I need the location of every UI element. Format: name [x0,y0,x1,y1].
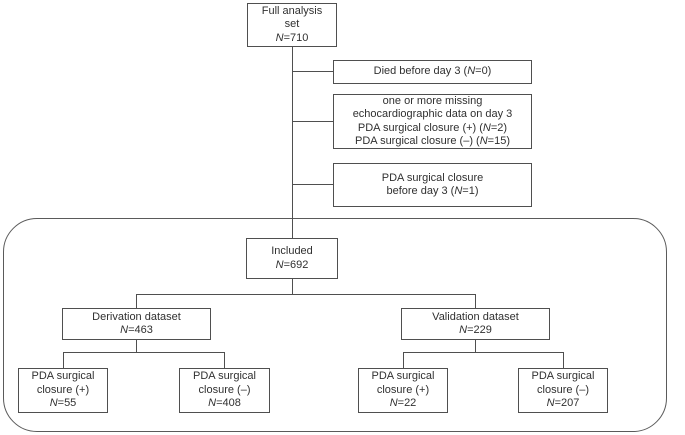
box-n-count: N=229 [459,324,492,336]
box-n-count: N=692 [275,258,309,271]
box-text: closure (+) [36,383,90,396]
box-missing-echo-data: one or more missing echocardiographic da… [333,94,532,149]
connector-datasets-split [136,294,476,296]
connector-to-died-box [293,71,333,73]
box-text: one or more missing [382,94,483,107]
box-died-before-day3: Died before day 3 (N=0) [333,60,532,84]
box-derivation-pda-positive: PDA surgical closure (+) N=55 [18,368,108,413]
box-text: before day 3 (N=1) [386,185,479,197]
box-included: Included N=692 [246,238,338,279]
box-validation-pda-positive: PDA surgical closure (+) N=22 [358,368,448,413]
box-text: PDA surgical closure (+) (N=2) [357,121,508,134]
connector-validation-split [403,352,564,354]
box-n-count: N=408 [208,397,241,410]
box-text: Derivation dataset [92,310,181,323]
box-text: closure (–) [198,383,251,396]
connector-to-validation-neg [563,352,565,368]
box-validation-pda-negative: PDA surgical closure (–) N=207 [518,368,608,413]
connector-included-down [292,279,294,295]
connector-to-validation [475,294,477,308]
box-n-count: N=22 [389,397,417,410]
connector-validation-down [475,340,477,353]
connector-derivation-split [63,352,225,354]
connector-to-derivation-pos [63,352,65,368]
connector-derivation-down [136,340,138,353]
box-text: PDA surgical [31,370,95,383]
box-text: Included [271,245,313,257]
box-text: PDA surgical [371,370,435,383]
connector-to-derivation-neg [224,352,226,368]
connector-to-derivation [136,294,138,308]
box-full-analysis-set: Full analysis set N=710 [247,3,337,47]
box-n-count: N=207 [546,397,580,410]
box-n-count: N=463 [120,324,153,336]
box-n-count: N=710 [275,31,309,44]
box-text: PDA surgical closure (–) (N=15) [355,135,510,147]
connector-to-pda-before-box [293,184,333,186]
connector-to-validation-pos [403,352,405,368]
box-text: echocardiographic data on day 3 [352,108,513,120]
box-text: Died before day 3 (N=0) [373,65,492,78]
box-text: Validation dataset [432,310,519,323]
connector-to-missing-box [293,121,333,123]
box-text: closure (+) [376,383,430,396]
box-derivation-dataset: Derivation dataset N=463 [62,308,211,340]
box-text: PDA surgical closure [381,171,484,184]
box-text: PDA surgical [531,370,595,383]
box-text: Full analysis [261,4,323,17]
box-pda-closure-before-day3: PDA surgical closure before day 3 (N=1) [333,163,532,207]
box-derivation-pda-negative: PDA surgical closure (–) N=408 [179,368,270,413]
box-text: PDA surgical [193,370,256,383]
box-text: set [284,18,300,31]
connector-fullanalysis-to-included [292,47,294,238]
box-n-count: N=55 [49,397,77,410]
box-validation-dataset: Validation dataset N=229 [401,308,550,340]
included-analysis-container [3,218,667,432]
box-text: closure (–) [537,383,589,396]
